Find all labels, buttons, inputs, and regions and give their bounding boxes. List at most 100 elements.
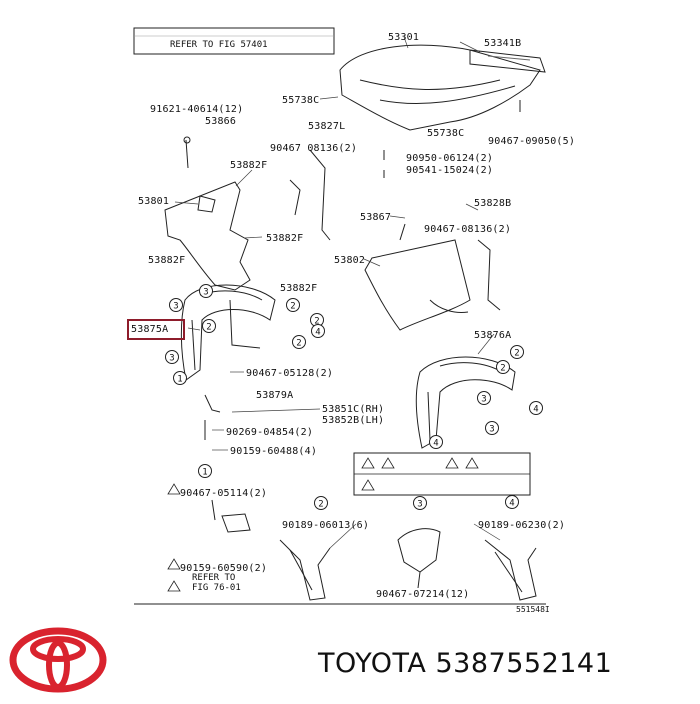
callout-circle xyxy=(485,421,499,435)
callout-number: 3 xyxy=(203,288,208,298)
part-label[interactable]: 90159-60590(2) xyxy=(180,563,268,574)
part-label[interactable]: 90189-06230(2) xyxy=(478,520,566,531)
callout-number: 3 xyxy=(481,395,486,405)
part-label[interactable]: 53882F xyxy=(266,233,304,244)
left-liner xyxy=(180,284,276,381)
left-fender xyxy=(164,181,251,291)
callout-marker: 2 xyxy=(202,319,216,333)
right-fender xyxy=(364,239,471,331)
footer-ref: REFER TO FIG 76-01 xyxy=(192,573,241,593)
callout-number: 3 xyxy=(173,302,178,312)
part-label[interactable]: 53879A xyxy=(256,390,294,401)
hood-panel xyxy=(339,44,546,131)
callout-marker: 3 xyxy=(169,298,183,312)
callout-number: 4 xyxy=(433,439,438,449)
part-label[interactable]: 90159-60488(4) xyxy=(230,446,318,457)
callout-number: 2 xyxy=(296,339,301,349)
part-label[interactable]: 53828B xyxy=(474,198,512,209)
callout-marker: 2 xyxy=(292,335,306,349)
callout-number: 2 xyxy=(514,349,519,359)
callout-circle xyxy=(173,371,187,385)
warning-triangles xyxy=(167,457,479,592)
part-label[interactable]: 53851C(RH) xyxy=(322,404,385,415)
part-label[interactable]: 53866 xyxy=(205,116,237,127)
part-number: 5387552141 xyxy=(435,648,613,679)
callout-marker: 2 xyxy=(310,313,324,327)
part-label[interactable]: 55738C xyxy=(282,95,320,106)
part-label[interactable]: 91621-40614(12) xyxy=(150,104,244,115)
callout-circle xyxy=(198,464,212,478)
callout-marker: 2 xyxy=(496,360,510,374)
part-label[interactable]: 53827L xyxy=(308,121,346,132)
callout-circle xyxy=(311,324,325,338)
toyota-logo-icon xyxy=(9,627,107,693)
part-label[interactable]: 90467-05114(2) xyxy=(180,488,268,499)
part-label[interactable]: 90950-06124(2) xyxy=(406,153,494,164)
leader-lines xyxy=(174,36,501,549)
callout-marker: 4 xyxy=(529,401,543,415)
callout-marker: 3 xyxy=(413,496,427,510)
callout-circle xyxy=(529,401,543,415)
product-title: TOYOTA 5387552141 xyxy=(318,648,612,679)
part-label[interactable]: 53867 xyxy=(360,212,392,223)
part-label[interactable]: 53802 xyxy=(334,255,366,266)
callout-circle xyxy=(202,319,216,333)
part-label[interactable]: 53301 xyxy=(388,32,420,43)
callout-marker: 2 xyxy=(286,298,300,312)
callout-number: 2 xyxy=(206,323,211,333)
callout-marker: 2 xyxy=(314,496,328,510)
part-label[interactable]: 90467-07214(12) xyxy=(376,589,470,600)
part-label[interactable]: 90541-15024(2) xyxy=(406,165,494,176)
callout-number: 3 xyxy=(169,354,174,364)
callout-marker: 3 xyxy=(165,350,179,364)
part-label[interactable]: 90269-04854(2) xyxy=(226,427,314,438)
callout-number: 2 xyxy=(318,500,323,510)
fasteners xyxy=(183,100,521,533)
callout-marker: 4 xyxy=(429,435,443,449)
callout-marker: 4 xyxy=(311,324,325,338)
part-label[interactable]: 53801 xyxy=(138,196,170,207)
figure-code: 551548I xyxy=(516,605,550,614)
part-label[interactable]: 90189-06013(6) xyxy=(282,520,370,531)
part-label[interactable]: 90467-09050(5) xyxy=(488,136,576,147)
callout-circle xyxy=(477,391,491,405)
callout-number: 4 xyxy=(315,328,320,338)
part-label[interactable]: 53341B xyxy=(484,38,522,49)
callout-number: 4 xyxy=(509,499,514,509)
callout-marker: 3 xyxy=(199,284,213,298)
part-label[interactable]: 55738C xyxy=(427,128,465,139)
part-label[interactable]: 53875A xyxy=(131,324,169,335)
callout-circle xyxy=(165,350,179,364)
callout-number: 3 xyxy=(417,500,422,510)
part-label[interactable]: 53882F xyxy=(230,160,268,171)
callout-number: 1 xyxy=(177,375,182,385)
callout-circle xyxy=(199,284,213,298)
part-label[interactable]: 53876A xyxy=(474,330,512,341)
part-label[interactable]: 53882F xyxy=(280,283,318,294)
part-label[interactable]: 90467-05128(2) xyxy=(246,368,334,379)
callout-circle xyxy=(505,495,519,509)
callout-circle xyxy=(496,360,510,374)
part-label[interactable]: 90467 08136(2) xyxy=(270,143,358,154)
lower-detail-parts xyxy=(279,528,537,601)
callout-marker: 2 xyxy=(510,345,524,359)
callout-number: 1 xyxy=(202,468,207,478)
callout-circle xyxy=(413,496,427,510)
callout-marker: 1 xyxy=(198,464,212,478)
callout-circle xyxy=(169,298,183,312)
callout-circle xyxy=(292,335,306,349)
callout-marker: 3 xyxy=(477,391,491,405)
selected-part-highlight[interactable] xyxy=(127,319,185,340)
callout-circle xyxy=(286,298,300,312)
part-label[interactable]: 53882F xyxy=(148,255,186,266)
part-label[interactable]: 53852B(LH) xyxy=(322,415,385,426)
callout-marker: 3 xyxy=(485,421,499,435)
callout-circle xyxy=(510,345,524,359)
part-label[interactable]: 90467-08136(2) xyxy=(424,224,512,235)
header-note: REFER TO FIG 57401 xyxy=(170,40,268,50)
callout-number: 4 xyxy=(533,405,538,415)
brand-name: TOYOTA xyxy=(318,648,427,679)
